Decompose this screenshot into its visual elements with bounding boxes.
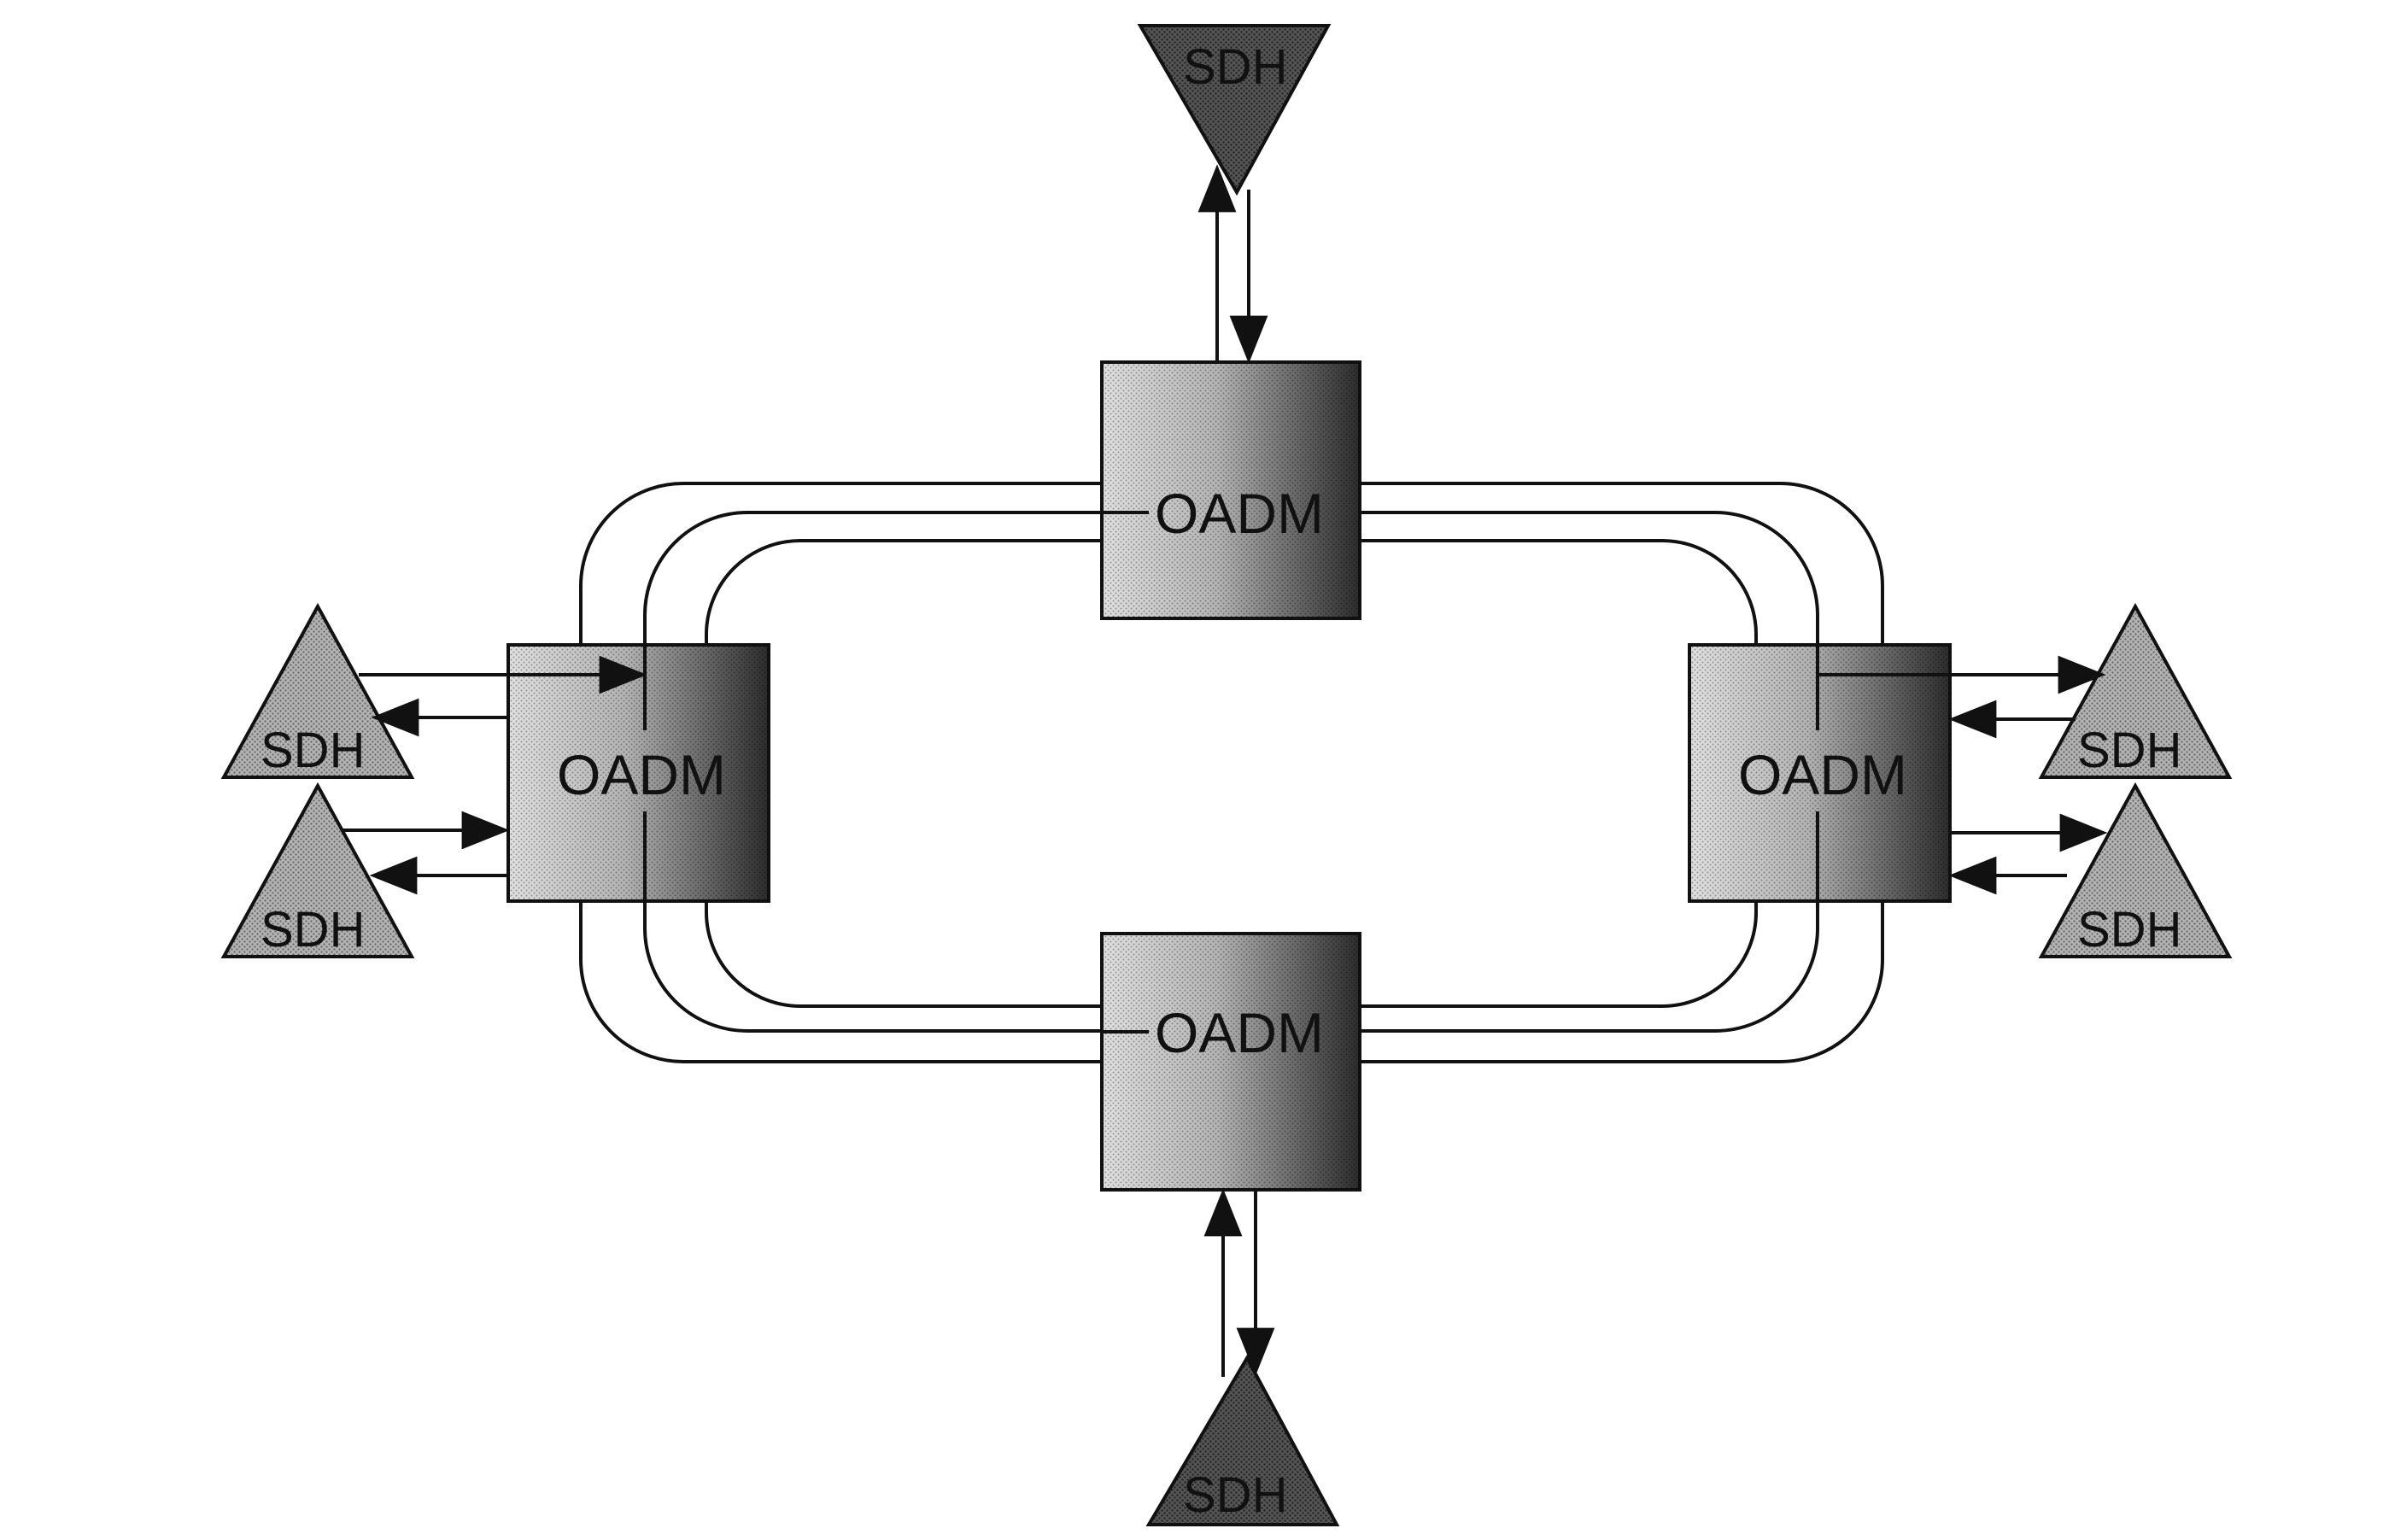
oadm-bottom: OADM <box>1100 932 1361 1192</box>
sdh-left-upper: SDH <box>220 602 415 779</box>
sdh-left-lower: SDH <box>220 782 415 958</box>
oadm-left: OADM <box>506 643 770 903</box>
oadm-top-label: OADM <box>1155 482 1324 545</box>
oadm-right-label: OADM <box>1738 743 1907 806</box>
links-left <box>342 655 647 895</box>
links-bottom <box>1203 1188 1275 1377</box>
sdh-top-label: SDH <box>1183 39 1287 95</box>
sdh-left-upper-label: SDH <box>261 723 365 778</box>
sdh-right-lower-label: SDH <box>2077 902 2181 957</box>
links-top <box>1197 164 1268 364</box>
oadm-right: OADM <box>1688 643 1952 903</box>
sdh-right-upper-label: SDH <box>2077 723 2181 778</box>
sdh-bottom-label: SDH <box>1183 1467 1287 1523</box>
oadm-left-label: OADM <box>557 743 726 806</box>
sdh-bottom: SDH <box>1145 1354 1340 1526</box>
sdh-top: SDH <box>1137 24 1332 196</box>
oadm-bottom-label: OADM <box>1155 1001 1324 1064</box>
sdh-right-upper: SDH <box>2038 602 2233 779</box>
sdh-left-lower-label: SDH <box>261 902 365 957</box>
sdh-right-lower: SDH <box>2038 782 2233 958</box>
links-right <box>1948 655 2108 895</box>
oadm-top: OADM <box>1100 360 1361 620</box>
